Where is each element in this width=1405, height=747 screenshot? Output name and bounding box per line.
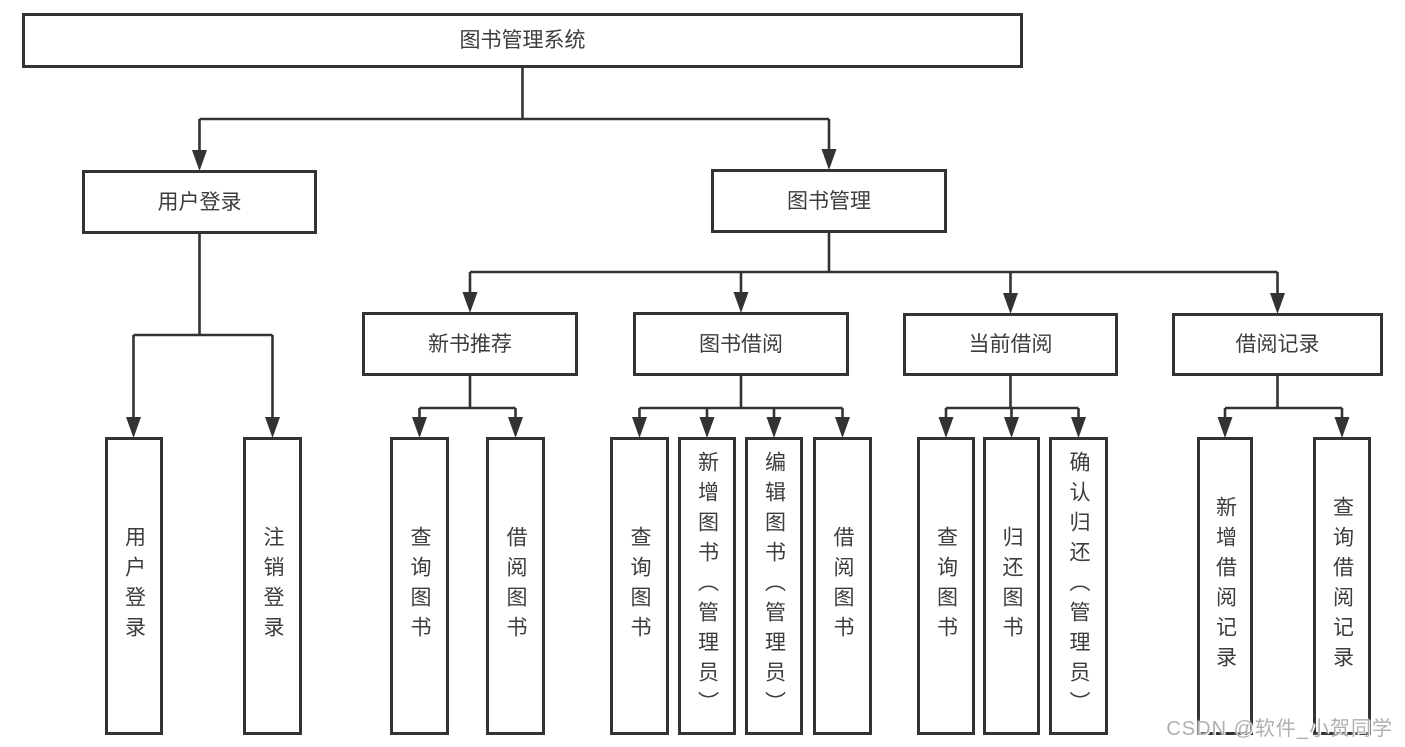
- node-user-login-module: 用户登录: [82, 170, 317, 234]
- node-label: 借阅记录: [1235, 333, 1320, 356]
- node-label: 注销登录: [261, 526, 284, 646]
- node-label: 用户登录: [157, 190, 242, 214]
- node-label: 用户登录: [122, 526, 146, 646]
- node-label: 查询图书: [408, 526, 431, 646]
- leaf-query-books-3: 查询图书: [917, 437, 975, 735]
- arrowheads: [126, 149, 1350, 438]
- node-label: 新增借阅记录: [1213, 496, 1237, 676]
- node-label: 编辑图书（管理员）: [762, 451, 786, 721]
- node-label: 查询图书: [628, 526, 651, 646]
- leaf-add-books-admin: 新增图书（管理员）: [678, 437, 736, 735]
- node-label: 确认归还（管理员）: [1067, 451, 1090, 721]
- leaf-add-borrowing-record: 新增借阅记录: [1197, 437, 1253, 735]
- leaf-return-books: 归还图书: [983, 437, 1040, 735]
- node-current-borrowing: 当前借阅: [903, 313, 1118, 376]
- node-borrowing-records: 借阅记录: [1172, 313, 1383, 376]
- leaf-confirm-return-admin: 确认归还（管理员）: [1049, 437, 1108, 735]
- leaf-user-login: 用户登录: [105, 437, 163, 735]
- leaf-edit-books-admin: 编辑图书（管理员）: [745, 437, 803, 735]
- node-label: 新增图书（管理员）: [695, 451, 719, 721]
- node-label: 借阅图书: [831, 526, 854, 646]
- node-label: 图书管理: [787, 189, 871, 213]
- node-label: 图书借阅: [699, 332, 783, 356]
- leaf-logout: 注销登录: [243, 437, 302, 735]
- leaf-query-books-1: 查询图书: [390, 437, 449, 735]
- leaf-query-books-2: 查询图书: [610, 437, 669, 735]
- node-label: 归还图书: [1000, 526, 1023, 646]
- leaf-query-borrowing-record: 查询借阅记录: [1313, 437, 1371, 735]
- node-label: 查询图书: [934, 526, 958, 646]
- node-label: 新书推荐: [428, 332, 512, 356]
- node-label: 借阅图书: [504, 526, 527, 646]
- node-root-library-management-system: 图书管理系统: [22, 13, 1023, 68]
- node-book-management-module: 图书管理: [711, 169, 947, 233]
- node-label: 图书管理系统: [459, 29, 586, 52]
- node-new-book-recommendation: 新书推荐: [362, 312, 578, 376]
- node-book-borrowing: 图书借阅: [633, 312, 849, 376]
- csdn-watermark: CSDN @软件_小贺同学: [1166, 718, 1393, 740]
- leaf-borrow-books-1: 借阅图书: [486, 437, 545, 735]
- leaf-borrow-books-2: 借阅图书: [813, 437, 872, 735]
- node-label: 当前借阅: [968, 333, 1053, 356]
- node-label: 查询借阅记录: [1330, 496, 1354, 676]
